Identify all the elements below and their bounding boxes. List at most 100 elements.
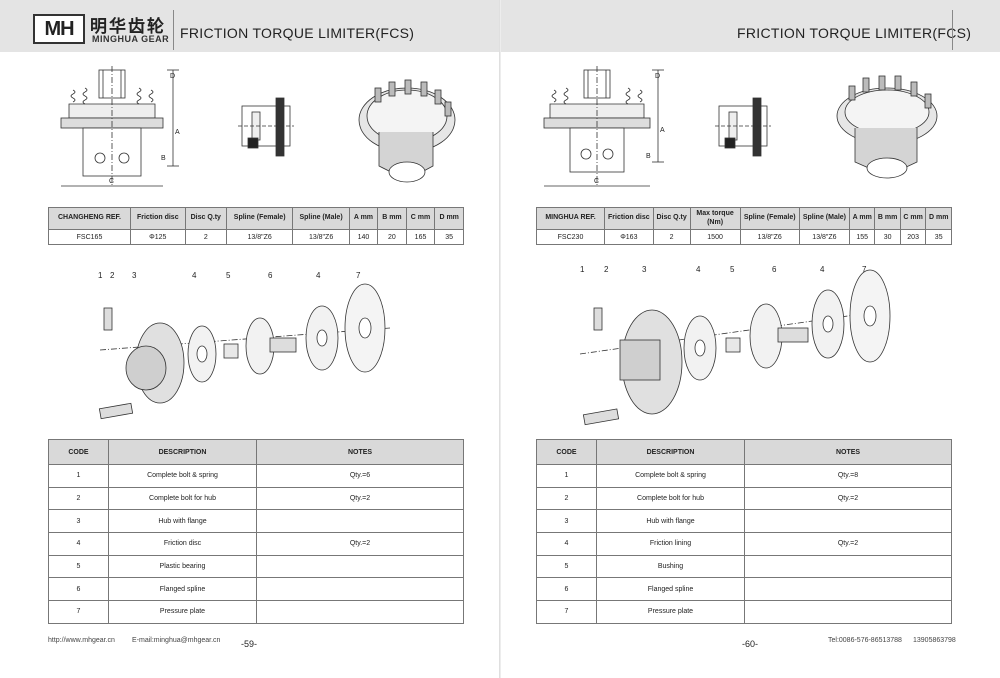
spec-header: A mm	[348, 207, 379, 230]
part-description: Complete bolt & spring	[596, 464, 745, 488]
part-code: 3	[48, 509, 109, 534]
part-code: 5	[48, 554, 109, 579]
header-separator-right	[952, 10, 953, 50]
callout-2: 2	[604, 265, 609, 274]
dim-a-label: A	[175, 129, 180, 136]
left-spec-table: CHANGHENG REF. Friction disc Disc Q.ty S…	[48, 207, 464, 245]
part-code: 5	[536, 554, 597, 579]
spec-header: A mm	[849, 207, 876, 230]
callout-7: 7	[356, 271, 361, 280]
right-spec-table: MINGHUA REF. Friction disc Disc Q.ty Max…	[536, 207, 952, 245]
brand-name-en: MINGHUA GEAR	[92, 34, 170, 44]
spec-cell: 35	[434, 229, 464, 245]
part-notes: Qty.=2	[256, 532, 464, 556]
part-notes: Qty.=6	[256, 464, 464, 488]
right-section-drawing: D A B C	[543, 66, 665, 187]
spec-header-row: CHANGHENG REF. Friction disc Disc Q.ty S…	[48, 207, 464, 230]
dim-b-label: B	[646, 153, 651, 160]
spec-cell: 2	[652, 229, 691, 245]
right-page-title: FRICTION TORQUE LIMITER(FCS)	[737, 25, 972, 41]
part-description: Bushing	[596, 554, 745, 579]
callout-4: 4	[696, 265, 701, 274]
parts-header-code: CODE	[48, 439, 109, 465]
callout-1: 1	[98, 271, 103, 280]
center-fold	[499, 0, 501, 678]
part-notes	[744, 577, 952, 602]
left-page-title: FRICTION TORQUE LIMITER(FCS)	[180, 25, 415, 41]
right-iso-view	[836, 75, 938, 179]
callout-6: 6	[772, 265, 777, 274]
part-description: Flanged spline	[108, 577, 257, 602]
dim-b-label: B	[161, 155, 166, 162]
part-notes	[256, 600, 464, 624]
part-code: 4	[536, 532, 597, 556]
spec-header: D mm	[434, 207, 464, 230]
callout-5: 5	[730, 265, 735, 274]
logo-mark: MH	[33, 14, 85, 44]
parts-header-code: CODE	[536, 439, 597, 465]
spec-cell: Φ125	[130, 229, 186, 245]
spec-cell: 30	[874, 229, 901, 245]
callout-4: 4	[192, 271, 197, 280]
footer-website[interactable]: http://www.mhgear.cn	[48, 637, 115, 644]
spec-cell: 155	[849, 229, 876, 245]
right-bolt-detail	[715, 97, 771, 157]
spec-header: Spline (Female)	[739, 207, 800, 230]
spec-header: B mm	[874, 207, 901, 230]
part-description: Hub with flange	[108, 509, 257, 534]
part-notes: Qty.=2	[744, 532, 952, 556]
spec-header-row: MINGHUA REF. Friction disc Disc Q.ty Max…	[536, 207, 952, 230]
spec-cell: 2	[184, 229, 227, 245]
part-description: Pressure plate	[108, 600, 257, 624]
left-section-drawing: D A B C	[60, 66, 180, 187]
callout-3: 3	[132, 271, 137, 280]
part-notes: Qty.=2	[744, 486, 952, 511]
spec-header: MINGHUA REF.	[536, 207, 605, 230]
parts-header-row: CODE DESCRIPTION NOTES	[536, 439, 952, 465]
dim-c-label: C	[594, 178, 599, 185]
spec-data-row: FSC165 Φ125 2 13/8"Z6 13/8"Z6 140 20 165…	[48, 229, 464, 245]
part-code: 1	[536, 464, 597, 488]
callout-3: 3	[642, 265, 647, 274]
spec-header: Disc Q.ty	[652, 207, 691, 230]
spec-header: Disc Q.ty	[184, 207, 227, 230]
footer-mobile: 13905863798	[913, 637, 956, 644]
dim-a-label: A	[660, 127, 665, 134]
spec-header: C mm	[899, 207, 927, 230]
parts-header-notes: NOTES	[744, 439, 952, 465]
spec-cell: 13/8"Z6	[292, 229, 350, 245]
part-code: 7	[48, 600, 109, 624]
dim-d-label: D	[655, 73, 660, 80]
spec-header: Spline (Female)	[225, 207, 294, 230]
header-separator	[173, 10, 174, 50]
parts-header-notes: NOTES	[256, 439, 464, 465]
spec-header: Friction disc	[604, 207, 654, 230]
footer-email[interactable]: E-mail:minghua@mhgear.cn	[132, 637, 221, 644]
callout-5: 5	[226, 271, 231, 280]
logo-mark-text: MH	[44, 17, 74, 40]
left-iso-view	[358, 79, 456, 183]
part-code: 6	[536, 577, 597, 602]
part-notes: Qty.=2	[256, 486, 464, 511]
callout-7: 7	[862, 265, 867, 274]
left-bolt-detail	[238, 97, 294, 157]
part-description: Friction disc	[108, 532, 257, 556]
parts-header-description: DESCRIPTION	[596, 439, 745, 465]
dim-c-label: C	[109, 178, 114, 185]
spec-header: Max torque (Nm)	[689, 207, 741, 230]
part-notes	[256, 554, 464, 579]
spec-header: D mm	[925, 207, 952, 230]
callout-1: 1	[580, 265, 585, 274]
spec-data-row: FSC230 Φ163 2 1500 13/8"Z6 13/8"Z6 155 3…	[536, 229, 952, 245]
part-code: 6	[48, 577, 109, 602]
spec-header: Spline (Male)	[798, 207, 851, 230]
part-notes	[256, 577, 464, 602]
spec-header: CHANGHENG REF.	[48, 207, 131, 230]
